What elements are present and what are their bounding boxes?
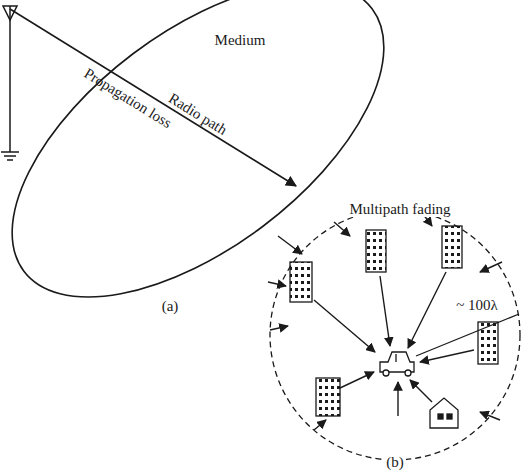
buildings <box>290 226 498 428</box>
panel-label: (a) <box>160 298 181 315</box>
car <box>380 352 414 376</box>
distance-label: ~ 100λ <box>453 297 501 314</box>
fading-label: Multipath fading <box>346 201 453 218</box>
radius-line <box>416 314 519 356</box>
panel-label: (b) <box>384 454 406 471</box>
medium-ellipse: MediumRadio pathPropagation loss <box>0 0 400 292</box>
fading-region: Multipath fading ~ 100λ <box>265 195 530 467</box>
antenna <box>1 6 19 160</box>
node-outline <box>0 0 400 292</box>
node-outline <box>265 195 530 467</box>
path-label: Radio path <box>166 90 230 138</box>
loss-label: Propagation loss <box>81 65 174 131</box>
medium-label: Medium <box>215 32 266 49</box>
outline-shape <box>270 210 520 460</box>
radio-path-arrow <box>10 9 296 186</box>
outline-shape <box>0 0 437 357</box>
multipath-arrows <box>268 210 502 430</box>
